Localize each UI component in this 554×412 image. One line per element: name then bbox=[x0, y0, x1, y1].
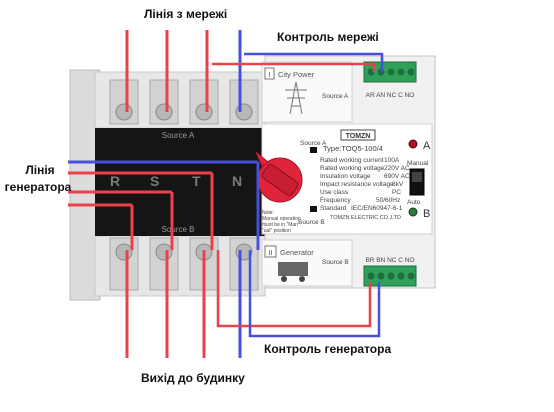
generator-control-wires bbox=[216, 250, 381, 338]
switch-knob bbox=[412, 172, 422, 182]
grid-input-wires bbox=[125, 30, 242, 112]
rotary-handle[interactable] bbox=[255, 151, 303, 203]
svg-text:Standard: Standard bbox=[320, 205, 347, 212]
source-b-marker bbox=[310, 206, 317, 212]
generator-line-label-1: Лінія bbox=[25, 163, 54, 177]
output-wires bbox=[125, 250, 242, 358]
svg-text:690V AC: 690V AC bbox=[384, 173, 410, 180]
black-switch-band bbox=[95, 128, 265, 236]
brand-label: TOMZN bbox=[346, 133, 371, 140]
indicator-a-label: A bbox=[423, 140, 431, 152]
switch-source-b-label: Source B bbox=[298, 219, 325, 226]
grid-control-wires bbox=[212, 52, 384, 72]
specs-table: Rated working current 100A Rated working… bbox=[320, 157, 410, 212]
bottom-terminal-labels: BR BN NC C NO bbox=[365, 257, 414, 264]
model-label: Type:TOQ5-100/4 bbox=[323, 144, 383, 153]
source-a-marker bbox=[310, 147, 317, 153]
bottom-screws bbox=[109, 237, 259, 291]
svg-text:8kV: 8kV bbox=[392, 181, 404, 188]
manufacturer-footer: TOMZN ELECTRIC CO.,LTD bbox=[330, 215, 401, 221]
svg-text:Insulation voltage: Insulation voltage bbox=[320, 173, 371, 180]
generator-control-label: Контроль генератора bbox=[264, 342, 391, 356]
svg-text:Rated working current: Rated working current bbox=[320, 157, 384, 164]
city-power-panel bbox=[261, 61, 353, 123]
brand-box bbox=[340, 129, 376, 141]
indicator-b-label: B bbox=[423, 208, 430, 220]
phase-s-label: S bbox=[150, 173, 159, 189]
switch-source-a-label: Source A bbox=[300, 140, 327, 147]
output-label: Вихід до будинку bbox=[141, 371, 245, 385]
phase-n-label: N bbox=[232, 173, 242, 189]
generator-vertical-drops bbox=[130, 162, 260, 250]
generator-input-wires bbox=[68, 160, 258, 207]
svg-text:Use class: Use class bbox=[320, 189, 349, 196]
svg-text:"ual" position: "ual" position bbox=[262, 228, 291, 234]
phase-t-label: T bbox=[192, 173, 201, 189]
indicator-b-light-icon bbox=[408, 207, 418, 217]
roman-one-label: I bbox=[268, 70, 270, 79]
manual-note: Note: Manual operation must be in "Man" … bbox=[262, 210, 301, 234]
top-source-a-label: Source A bbox=[322, 93, 349, 100]
svg-text:IEC/EN60947-6-1: IEC/EN60947-6-1 bbox=[351, 205, 403, 212]
svg-text:must be in "Man": must be in "Man" bbox=[262, 222, 300, 228]
auto-label: Auto bbox=[407, 199, 421, 206]
generator-line-label-2: генератора bbox=[5, 180, 72, 194]
indicator-a-light-icon bbox=[408, 139, 418, 149]
generator-icon bbox=[278, 262, 308, 282]
power-tower-icon bbox=[285, 81, 307, 115]
phase-r-label: R bbox=[110, 173, 120, 189]
top-terminal-labels: AR AN NC C NO bbox=[366, 92, 415, 99]
device-side-left bbox=[69, 69, 101, 301]
svg-text:Impact resistance voltage: Impact resistance voltage bbox=[320, 181, 394, 188]
svg-text:220V AC: 220V AC bbox=[384, 165, 410, 172]
generator-label: Generator bbox=[280, 248, 314, 257]
svg-text:Note:: Note: bbox=[262, 210, 274, 216]
grid-line-label: Лінія з мережі bbox=[144, 7, 227, 21]
source-b-inline-label: Source B bbox=[162, 225, 195, 234]
handle-pointer-icon bbox=[255, 151, 269, 167]
svg-text:50/60Hz: 50/60Hz bbox=[376, 197, 400, 204]
svg-text:Frequency: Frequency bbox=[320, 197, 351, 204]
bottom-source-b-label: Source B bbox=[322, 259, 349, 266]
svg-text:Manual operation: Manual operation bbox=[262, 216, 301, 222]
manual-label: Manual bbox=[407, 160, 429, 167]
svg-text:100A: 100A bbox=[384, 157, 400, 164]
svg-text:Rated working voltage: Rated working voltage bbox=[320, 165, 385, 172]
city-power-label: City Power bbox=[278, 70, 315, 79]
grid-control-label: Контроль мережі bbox=[277, 30, 379, 44]
svg-text:PC: PC bbox=[392, 189, 401, 196]
source-a-inline-label: Source A bbox=[162, 131, 195, 140]
top-screws bbox=[109, 79, 259, 125]
roman-two-label: II bbox=[268, 248, 272, 257]
